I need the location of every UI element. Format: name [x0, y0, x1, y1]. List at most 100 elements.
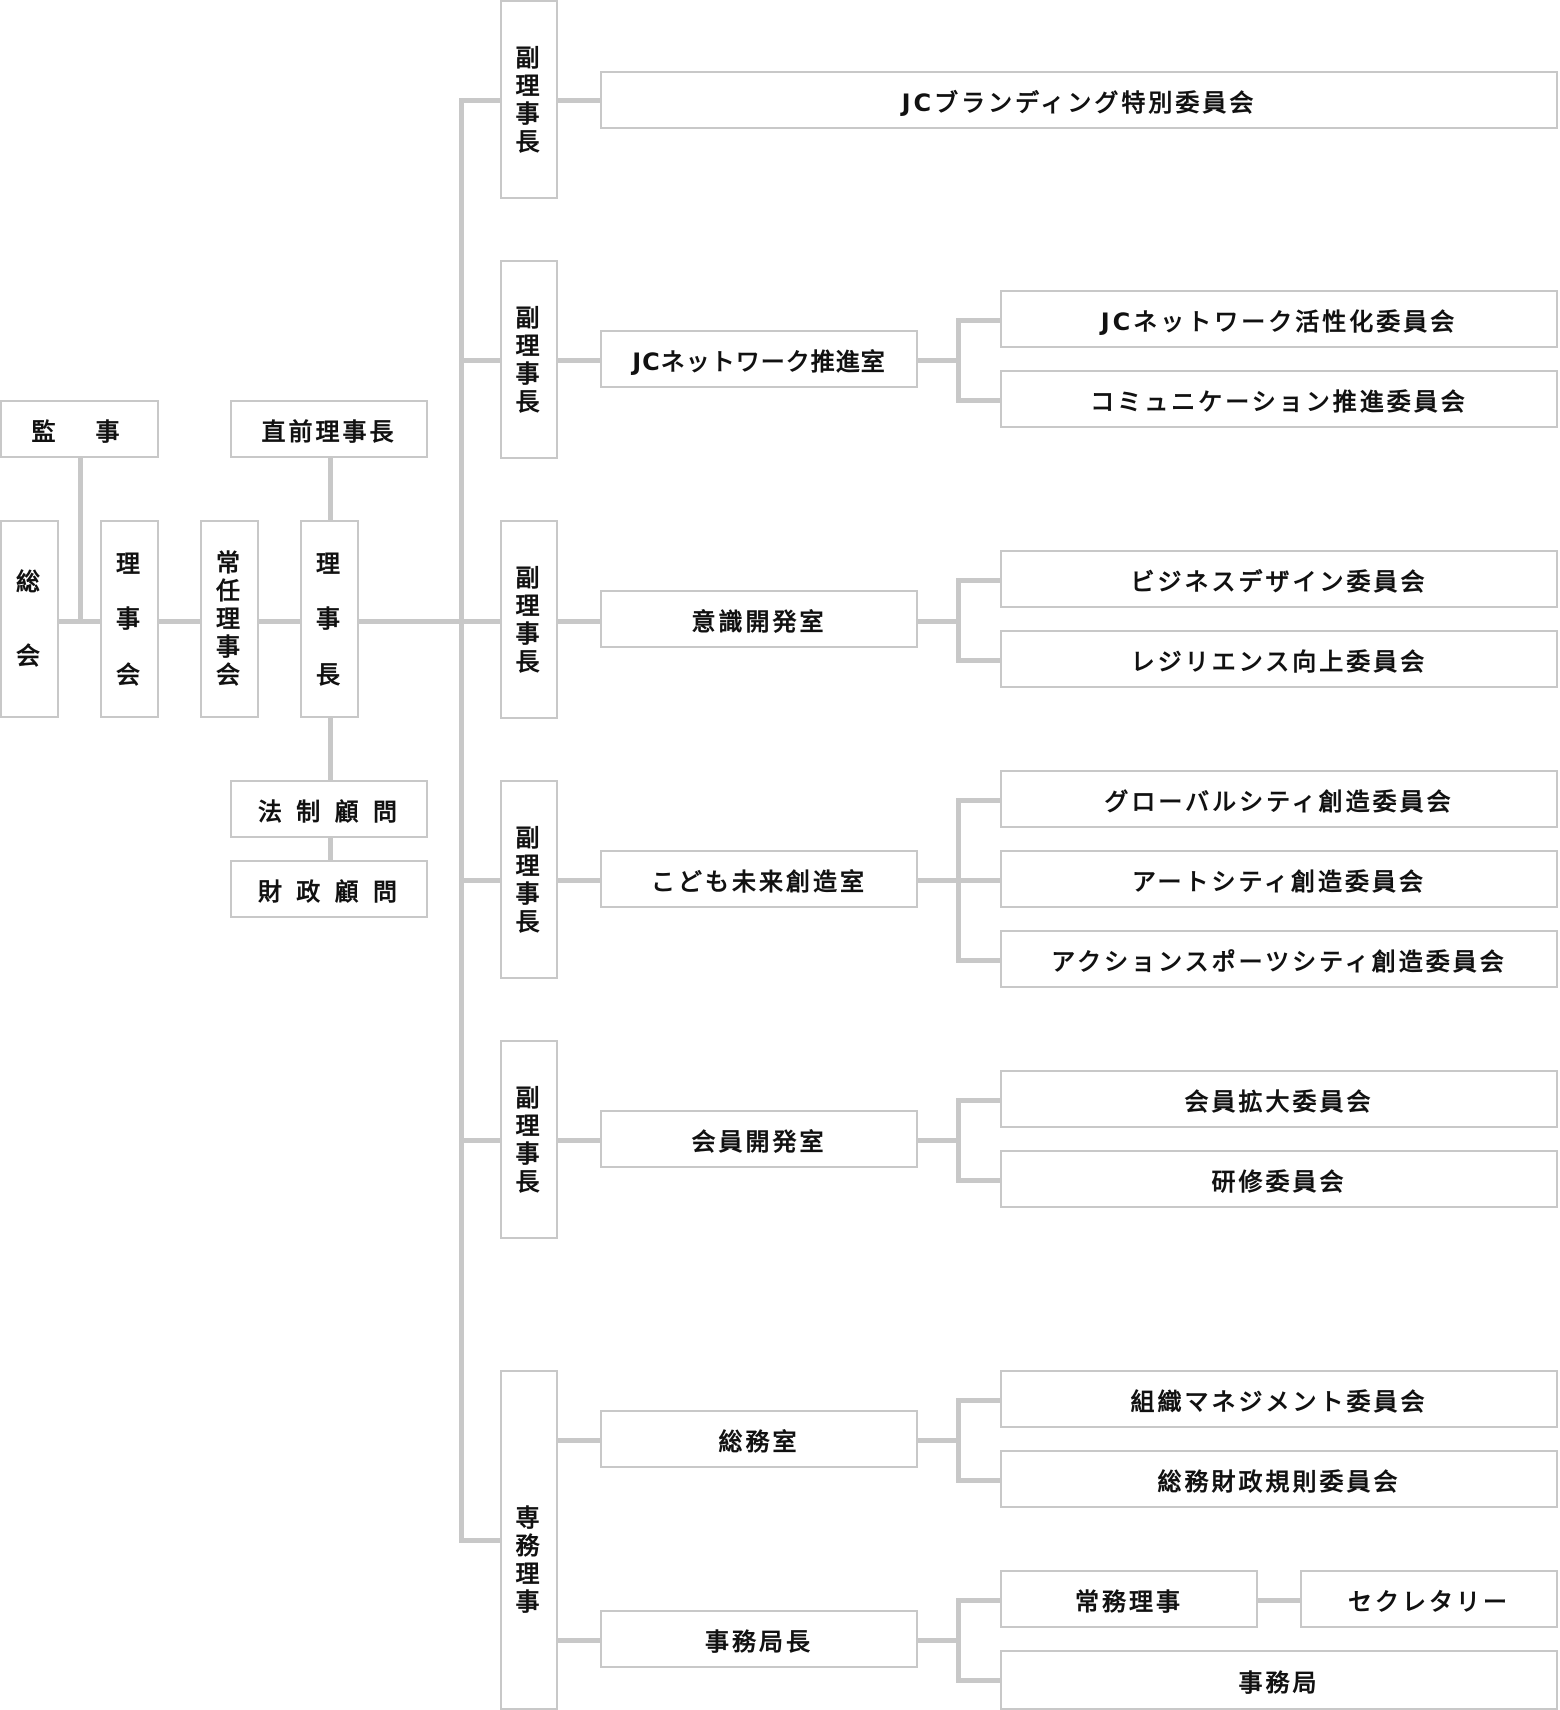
- connector-room5-bus: [956, 1398, 961, 1483]
- exec-char: 務: [515, 1532, 543, 1560]
- managing-director-box: 常務理事: [1000, 1570, 1258, 1628]
- committee-box: 会員拡大委員会: [1000, 1070, 1558, 1128]
- connector-vp5: [459, 1138, 500, 1143]
- vp-char: 事: [515, 619, 543, 648]
- connector-room3-c1: [956, 798, 1000, 803]
- legal-advisor-box: 法 制 顧 問: [230, 780, 428, 838]
- connector-room4-c1: [956, 1098, 1000, 1103]
- connector-vp2-room: [558, 358, 600, 363]
- president-box: 理 事 長: [300, 520, 359, 718]
- room-label: 会員開発室: [691, 1127, 827, 1156]
- president-char: 事: [316, 605, 343, 633]
- vp-char: 副: [515, 823, 543, 852]
- vp-char: 理: [515, 851, 543, 880]
- committee-label: レジリエンス向上委員会: [1130, 647, 1428, 676]
- connector-room2-c2: [956, 658, 1000, 663]
- vice-president-box: 副 理 事 長: [500, 520, 558, 719]
- room-label: こども未来創造室: [651, 867, 867, 896]
- committee-box: レジリエンス向上委員会: [1000, 630, 1558, 688]
- room-box: 会員開発室: [600, 1110, 918, 1168]
- vp-char: 事: [515, 879, 543, 908]
- vp-char: 長: [515, 1167, 543, 1196]
- secretary-box: セクレタリー: [1300, 1570, 1558, 1628]
- connector-vp5-room: [558, 1138, 600, 1143]
- standing-board-char: 常: [216, 549, 243, 577]
- vp-char: 事: [515, 359, 543, 388]
- managing-director-label: 常務理事: [1075, 1587, 1183, 1616]
- connector-room4-out: [918, 1138, 961, 1143]
- connector-vp4: [459, 878, 500, 883]
- connector-room6-c2: [956, 1678, 1000, 1683]
- connector-vp4-room: [558, 878, 600, 883]
- committee-box: 総務財政規則委員会: [1000, 1450, 1558, 1508]
- past-president-label: 直前理事長: [261, 417, 397, 446]
- connector-room6-c1: [956, 1598, 1000, 1603]
- committee-box: コミュニケーション推進委員会: [1000, 370, 1558, 428]
- connector-room6-out: [918, 1638, 961, 1643]
- committee-label: 総務財政規則委員会: [1157, 1467, 1401, 1496]
- vice-president-box: 副 理 事 長: [500, 260, 558, 459]
- connector-room4-c2: [956, 1178, 1000, 1183]
- committee-box: JCブランディング特別委員会: [600, 71, 1558, 129]
- committee-label: コミュニケーション推進委員会: [1090, 387, 1468, 416]
- committee-box: グローバルシティ創造委員会: [1000, 770, 1558, 828]
- vp-char: 長: [515, 127, 543, 156]
- connector-past-president: [328, 458, 333, 520]
- vp-char: 事: [515, 1139, 543, 1168]
- standing-board-char: 任: [216, 577, 243, 605]
- president-char: 理: [316, 549, 343, 578]
- vice-president-box: 副 理 事 長: [500, 780, 558, 979]
- committee-label: グローバルシティ創造委員会: [1104, 787, 1454, 816]
- general-assembly-char: 会: [16, 642, 43, 670]
- connector-exec: [459, 1538, 500, 1543]
- connector-room3-c3: [956, 958, 1000, 963]
- connector-room1-c1: [956, 318, 1000, 323]
- connector-room1-c2: [956, 398, 1000, 403]
- connector-vp3-room: [558, 619, 600, 624]
- connector-vp2: [459, 358, 500, 363]
- connector-room3-bus: [956, 798, 961, 963]
- president-char: 長: [316, 660, 343, 689]
- general-assembly-box: 総 会: [0, 520, 59, 718]
- connector-room2-out: [918, 619, 961, 624]
- committee-box: JCネットワーク活性化委員会: [1000, 290, 1558, 348]
- room-box: 総務室: [600, 1410, 918, 1468]
- committee-box: アートシティ創造委員会: [1000, 850, 1558, 908]
- vp-char: 理: [515, 331, 543, 360]
- past-president-box: 直前理事長: [230, 400, 428, 458]
- committee-box: 組織マネジメント委員会: [1000, 1370, 1558, 1428]
- connector-managing-secretary: [1258, 1598, 1300, 1603]
- connector-room6-bus: [956, 1598, 961, 1683]
- secretariat-office-box: 事務局: [1000, 1650, 1558, 1710]
- standing-board-char: 理: [216, 605, 243, 633]
- vp-char: 長: [515, 387, 543, 416]
- room-box: こども未来創造室: [600, 850, 918, 908]
- connector-room4-bus: [956, 1098, 961, 1183]
- connector-president-trunk: [359, 619, 464, 624]
- vice-president-box: 副 理 事 長: [500, 0, 558, 199]
- vp-char: 理: [515, 591, 543, 620]
- vice-president-box: 副 理 事 長: [500, 1040, 558, 1239]
- vp-char: 事: [515, 99, 543, 128]
- vp-char: 長: [515, 907, 543, 936]
- committee-label: ビジネスデザイン委員会: [1130, 567, 1428, 596]
- exec-char: 専: [515, 1504, 543, 1532]
- connector-vp3: [459, 619, 500, 624]
- connector-vp1: [459, 98, 500, 103]
- legal-advisor-label: 法 制 顧 問: [257, 797, 401, 826]
- room-label: 意識開発室: [691, 607, 827, 636]
- board-char: 理: [116, 549, 143, 578]
- vp-char: 副: [515, 563, 543, 592]
- vp-char: 理: [515, 71, 543, 100]
- room-label: 事務局長: [705, 1627, 813, 1656]
- finance-advisor-box: 財 政 顧 問: [230, 860, 428, 918]
- committee-label: アクションスポーツシティ創造委員会: [1051, 947, 1507, 976]
- connector-standing-president: [259, 619, 300, 624]
- connector-board-standing: [159, 619, 200, 624]
- executive-director-box: 専 務 理 事: [500, 1370, 558, 1710]
- committee-label: JCブランディング特別委員会: [901, 88, 1257, 117]
- room-box: JCネットワーク推進室: [600, 330, 918, 388]
- secretary-label: セクレタリー: [1348, 1587, 1510, 1616]
- vp-char: 長: [515, 647, 543, 676]
- connector-room5-c2: [956, 1478, 1000, 1483]
